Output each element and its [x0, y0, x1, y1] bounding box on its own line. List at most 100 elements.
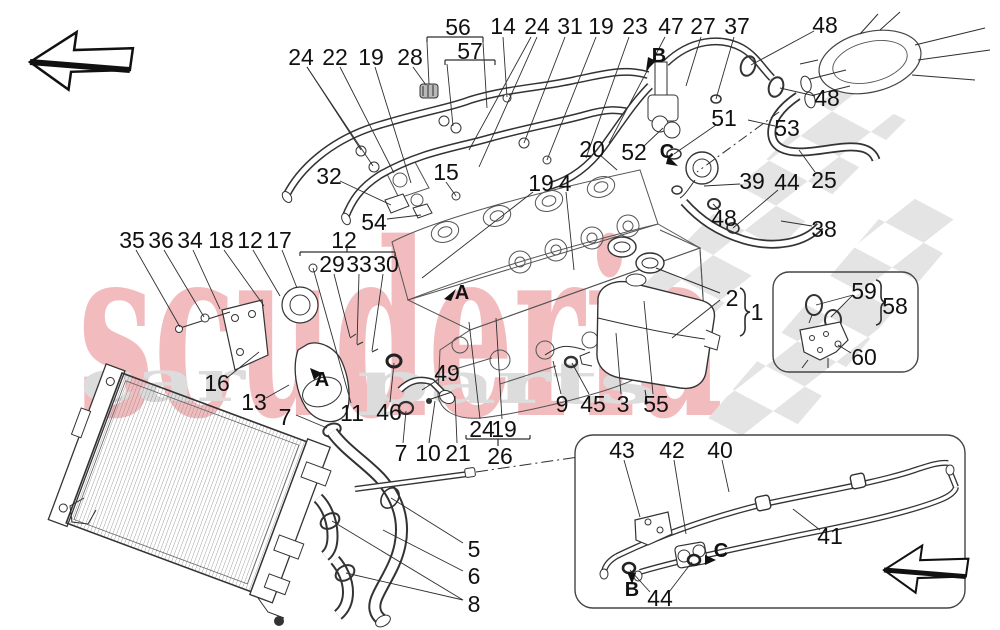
- radiator-drawing: [47, 363, 332, 626]
- leader-line-35: [135, 249, 181, 328]
- leader-line-24: [468, 36, 532, 151]
- callout-18: 18: [208, 227, 234, 253]
- leader-line-45: [571, 362, 590, 395]
- callout-19: 19: [588, 13, 614, 39]
- callout-14: 14: [490, 13, 516, 39]
- view-arrow-c: [666, 156, 678, 166]
- leader-line-44: [668, 561, 693, 593]
- leader-line-14: [502, 36, 508, 98]
- leader-line-56: [482, 41, 488, 109]
- callout-2: 2: [726, 285, 739, 311]
- view-arrow-a: [310, 368, 322, 380]
- callout-36: 36: [148, 227, 174, 253]
- leader-line-9: [552, 360, 562, 395]
- leader-line-51: [673, 124, 717, 155]
- view-letter-c: C: [660, 141, 674, 163]
- view-arrow-b: [646, 57, 656, 71]
- expansion-tank-drawing: [544, 236, 721, 405]
- leader-line-15: [445, 181, 457, 197]
- leader-line-11: [312, 267, 352, 404]
- callout-12: 12: [331, 227, 357, 253]
- leader-line-18: [223, 249, 265, 307]
- leader-line-5: [390, 497, 464, 544]
- view-letter-b: B: [652, 45, 666, 67]
- leader-line-44: [732, 189, 779, 229]
- callout-40: 40: [707, 437, 733, 463]
- leader-line-54: [386, 214, 422, 220]
- leader-line-24: [478, 36, 538, 168]
- callout-21: 21: [445, 440, 471, 466]
- leader-line-22: [339, 66, 395, 174]
- callout-32: 32: [316, 163, 342, 189]
- callout-58: 58: [882, 293, 908, 319]
- callout-44: 44: [647, 585, 673, 611]
- leader-line-56: [426, 41, 430, 85]
- leader-line-21: [454, 395, 458, 444]
- callout-59: 59: [851, 278, 877, 304]
- leader-line-29: [333, 273, 351, 338]
- valve-cluster-drawing: [647, 61, 881, 249]
- callout-56: 56: [445, 14, 471, 40]
- callout-35: 35: [119, 227, 145, 253]
- view-arrow-c: [705, 555, 716, 565]
- callout-4: 4: [559, 170, 572, 196]
- callout-57: 57: [457, 38, 483, 64]
- callout-47: 47: [658, 13, 684, 39]
- leader-line-8: [331, 520, 464, 601]
- leader-line-48: [779, 87, 816, 97]
- callout-51: 51: [711, 105, 737, 131]
- lower-hoses-drawing: [313, 428, 613, 628]
- view-letter-c: C: [714, 540, 728, 562]
- leader-line-27: [685, 36, 702, 87]
- leader-line-13: [265, 384, 290, 399]
- leader-line-19: [546, 36, 597, 161]
- leader-line-60: [837, 344, 852, 354]
- leader-line-34: [192, 249, 221, 310]
- leader-line-31: [523, 36, 566, 144]
- callout-7: 7: [279, 404, 292, 430]
- leader-line-57: [446, 63, 454, 127]
- leader-line-25: [798, 149, 816, 173]
- callout-44: 44: [774, 169, 800, 195]
- callout-48: 48: [812, 12, 838, 38]
- view-arrow-b: [627, 572, 636, 584]
- callout-13: 13: [241, 389, 267, 415]
- callout-43: 43: [609, 437, 635, 463]
- leader-line-43: [623, 459, 641, 518]
- leader-line-33: [356, 273, 360, 345]
- callout-25: 25: [811, 167, 837, 193]
- callout-46: 46: [376, 399, 402, 425]
- leader-line-24: [306, 66, 374, 167]
- callout-16: 16: [204, 370, 230, 396]
- leader-line-10: [428, 400, 436, 444]
- callout-60: 60: [851, 344, 877, 370]
- leader-line-36: [163, 249, 205, 318]
- leader-line-49: [421, 378, 440, 391]
- callout-24: 24: [288, 44, 314, 70]
- callout-45: 45: [580, 391, 606, 417]
- leader-line-59: [815, 294, 854, 306]
- callout-53: 53: [774, 115, 800, 141]
- leader-line-55: [643, 300, 654, 395]
- leader-line-24: [468, 321, 481, 420]
- callout-9: 9: [556, 391, 569, 417]
- callout-49: 49: [434, 360, 460, 386]
- upper-hoses-drawing: [281, 37, 775, 226]
- view-letter-a: A: [315, 369, 329, 391]
- leader-line-12: [252, 249, 281, 297]
- callout-48: 48: [814, 85, 840, 111]
- leader-line-48: [712, 203, 720, 211]
- callout-41: 41: [817, 523, 843, 549]
- callout-3: 3: [617, 391, 630, 417]
- callout-39: 39: [739, 168, 765, 194]
- callout-19: 19: [358, 44, 384, 70]
- callout-38: 38: [811, 216, 837, 242]
- leader-line-37: [715, 36, 735, 100]
- leader-line-59: [830, 294, 854, 318]
- callout-29: 29: [319, 251, 345, 277]
- leader-line-39: [703, 183, 741, 187]
- view-letter-a: A: [455, 282, 469, 304]
